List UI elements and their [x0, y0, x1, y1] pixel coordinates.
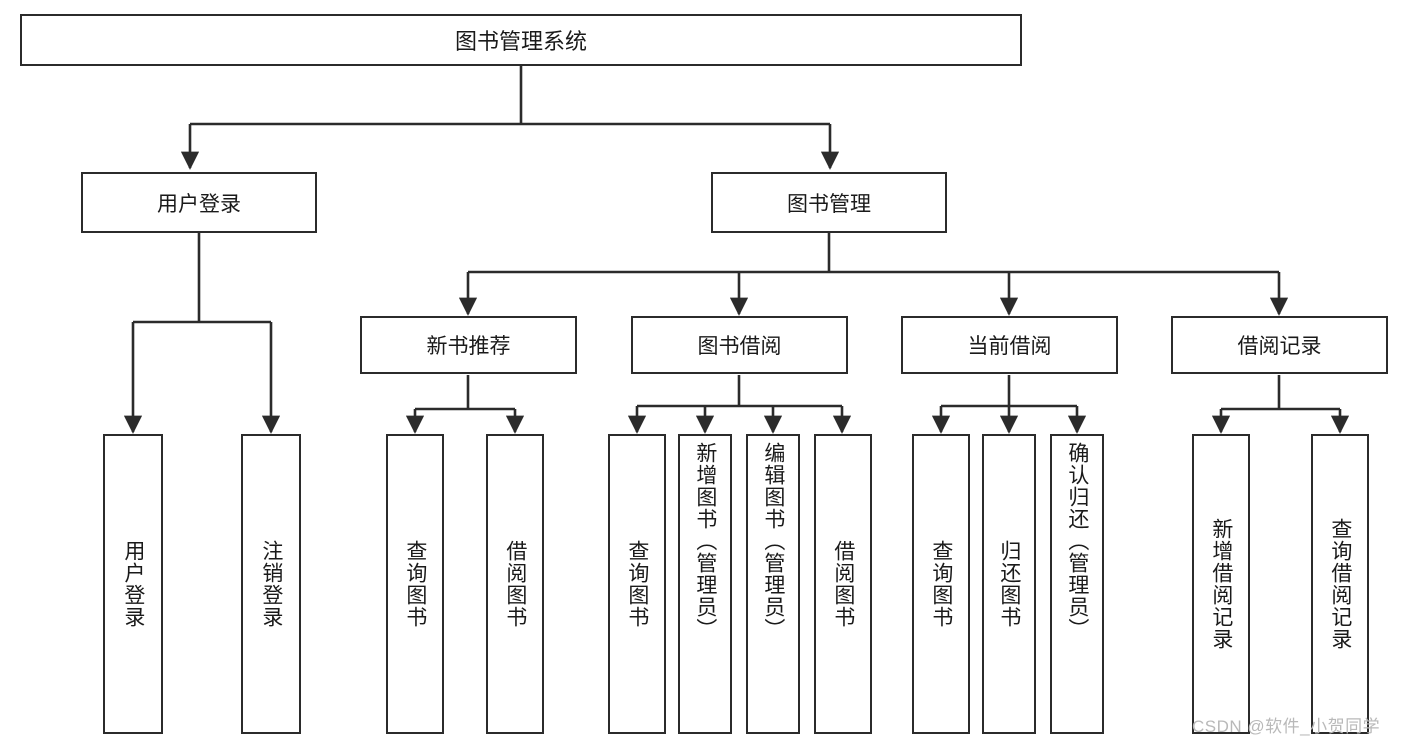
node-current-borrow[interactable]: 当前借阅 [901, 316, 1118, 374]
node-user-login[interactable]: 用户登录 [81, 172, 317, 233]
leaf-logout-login[interactable]: 注销登录 [241, 434, 301, 734]
leaf-edit-book-admin[interactable]: 编辑图书（管理员） [746, 434, 800, 734]
leaf-add-borrow-record[interactable]: 新增借阅记录 [1192, 434, 1250, 734]
leaf-user-login[interactable]: 用户登录 [103, 434, 163, 734]
node-book-management-system[interactable]: 图书管理系统 [20, 14, 1022, 66]
leaf-label: 新增图书（管理员） [693, 442, 717, 640]
node-label: 图书管理 [787, 192, 871, 216]
node-label: 借阅记录 [1237, 335, 1322, 358]
node-label: 用户登录 [157, 192, 241, 216]
leaf-query-book-current[interactable]: 查询图书 [912, 434, 970, 734]
leaf-borrow-book[interactable]: 借阅图书 [814, 434, 872, 734]
leaf-label: 查询图书 [625, 540, 649, 628]
leaf-borrow-book-newbooks[interactable]: 借阅图书 [486, 434, 544, 734]
node-book-management[interactable]: 图书管理 [711, 172, 947, 233]
leaf-label: 借阅图书 [503, 540, 527, 628]
leaf-add-book-admin[interactable]: 新增图书（管理员） [678, 434, 732, 734]
node-label: 图书借阅 [697, 335, 782, 358]
leaf-label: 确认归还（管理员） [1065, 442, 1089, 640]
leaf-query-book-newbooks[interactable]: 查询图书 [386, 434, 444, 734]
leaf-confirm-return-admin[interactable]: 确认归还（管理员） [1050, 434, 1104, 734]
leaf-label: 编辑图书（管理员） [761, 442, 785, 640]
leaf-label: 归还图书 [997, 540, 1021, 628]
node-new-book-recommend[interactable]: 新书推荐 [360, 316, 577, 374]
leaf-query-borrow-record[interactable]: 查询借阅记录 [1311, 434, 1369, 734]
leaf-label: 查询图书 [929, 540, 953, 628]
leaf-label: 查询借阅记录 [1328, 518, 1352, 650]
leaf-label: 查询图书 [403, 540, 427, 628]
leaf-query-book-borrow[interactable]: 查询图书 [608, 434, 666, 734]
leaf-return-book[interactable]: 归还图书 [982, 434, 1036, 734]
leaf-label: 用户登录 [121, 540, 145, 628]
node-book-borrow[interactable]: 图书借阅 [631, 316, 848, 374]
leaf-label: 注销登录 [259, 540, 283, 628]
node-label: 图书管理系统 [454, 29, 587, 54]
node-label: 当前借阅 [967, 335, 1052, 358]
watermark: CSDN @软件_小贺同学 [1192, 717, 1381, 736]
node-label: 新书推荐 [426, 335, 511, 358]
node-borrow-records[interactable]: 借阅记录 [1171, 316, 1388, 374]
leaf-label: 新增借阅记录 [1209, 518, 1233, 650]
leaf-label: 借阅图书 [831, 540, 855, 628]
